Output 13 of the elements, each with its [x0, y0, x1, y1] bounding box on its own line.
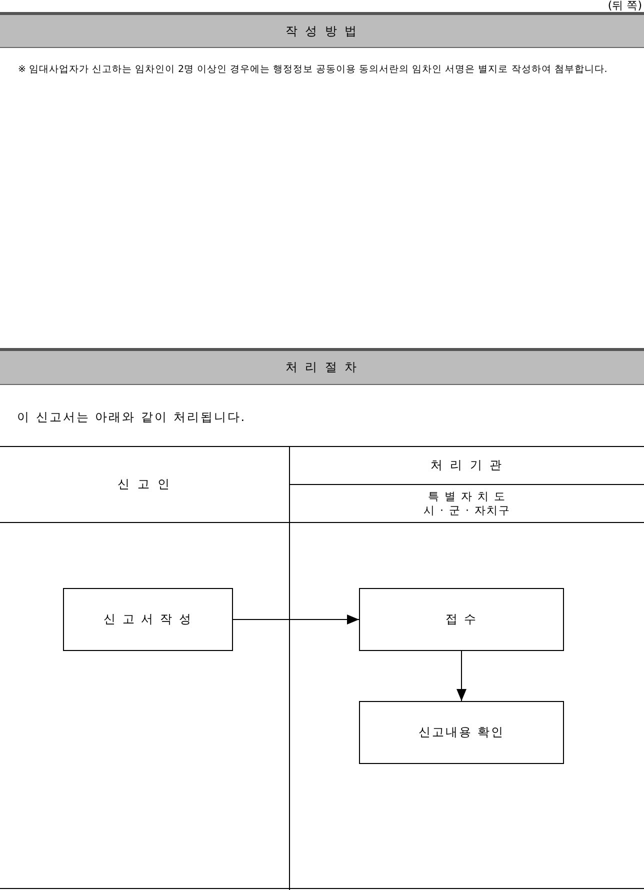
- section-header-band: 처 리 절 차: [0, 348, 644, 385]
- section-header-band: 작 성 방 법: [0, 12, 644, 48]
- arrow: [232, 614, 360, 624]
- column-subheader: 특 별 자 치 도 시 · 군 · 자치구: [424, 490, 510, 517]
- process-box: 접 수: [359, 588, 564, 651]
- process-box: 신고내용 확인: [359, 701, 564, 764]
- instruction-note: ※ 임대사업자가 신고하는 임차인이 2명 이상인 경우에는 행정정보 공동이용 동의서란의 임차인 서명은 별지로 작성하여 첨부합니다.: [18, 64, 608, 76]
- intro-sentence: 이 신고서는 아래와 같이 처리됩니다.: [17, 410, 246, 424]
- arrow: [456, 650, 466, 702]
- process-box: 신 고 서 작 성: [63, 588, 233, 651]
- page-side-label: (뒤 쪽): [608, 0, 642, 13]
- column-header: 신 고 인: [118, 477, 172, 492]
- column-header: 처 리 기 관: [430, 458, 504, 473]
